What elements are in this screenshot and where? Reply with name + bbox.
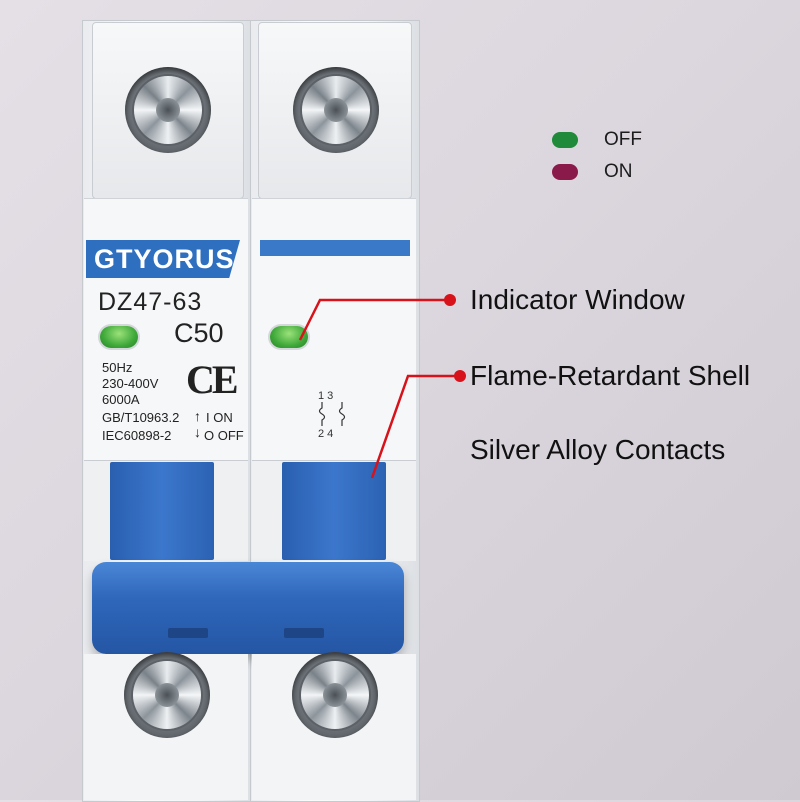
- spec-frequency: 50Hz: [102, 360, 133, 375]
- arrow-down-icon: ↓: [194, 424, 201, 440]
- spec-standard-iec: IEC60898-2: [102, 428, 172, 443]
- top-screw-left-recess: [125, 67, 211, 153]
- on-legend-label: ON: [604, 161, 633, 182]
- arrow-up-icon: ↑: [194, 408, 201, 424]
- shell-callout-line: [370, 374, 460, 479]
- indicator-window-right: [270, 326, 308, 348]
- screw-icon: [301, 661, 369, 729]
- indicator-callout-line: [298, 298, 450, 341]
- screw-icon: [302, 76, 370, 144]
- screw-icon: [134, 76, 202, 144]
- spec-voltage: 230-400V: [102, 376, 159, 391]
- off-legend-label: OFF: [604, 129, 642, 150]
- handle-slot-right: [284, 628, 324, 638]
- indicator-window-left: [100, 326, 138, 348]
- handle-tie-bar[interactable]: [92, 562, 404, 654]
- right-blue-stripe: [260, 240, 410, 256]
- top-screw-right-recess: [293, 67, 379, 153]
- switch-on-label: I ON: [206, 410, 233, 425]
- bottom-screw-right-recess: [292, 652, 378, 738]
- spec-standard-gb: GB/T10963.2: [102, 410, 180, 425]
- shell-callout-dot: [454, 370, 466, 382]
- bottom-screw-left-recess: [124, 652, 210, 738]
- off-legend-dot: [552, 132, 578, 148]
- current-rating: C50: [174, 318, 224, 348]
- silver-alloy-contacts-label: Silver Alloy Contacts: [470, 434, 726, 465]
- flame-retardant-shell-label: Flame-Retardant Shell: [470, 360, 751, 391]
- wiring-diagram-bottom: 2 4: [318, 428, 334, 440]
- indicator-callout-dot: [444, 294, 456, 306]
- handle-lever-left[interactable]: [110, 462, 214, 560]
- top-terminal-right: [258, 22, 412, 199]
- handle-slot-left: [168, 628, 208, 638]
- screw-icon: [133, 661, 201, 729]
- on-legend-dot: [552, 164, 578, 180]
- wiring-diagram-icon: [318, 402, 346, 426]
- handle-lever-right[interactable]: [282, 462, 386, 560]
- spec-breaking-capacity: 6000A: [102, 392, 140, 407]
- indicator-window-label: Indicator Window: [470, 284, 685, 315]
- wiring-diagram-top: 1 3: [318, 390, 334, 402]
- ce-mark: CE: [186, 357, 239, 402]
- model-number: DZ47-63: [98, 288, 203, 316]
- switch-off-label: O OFF: [204, 428, 244, 443]
- brand-label: GTYORUS: [86, 240, 240, 278]
